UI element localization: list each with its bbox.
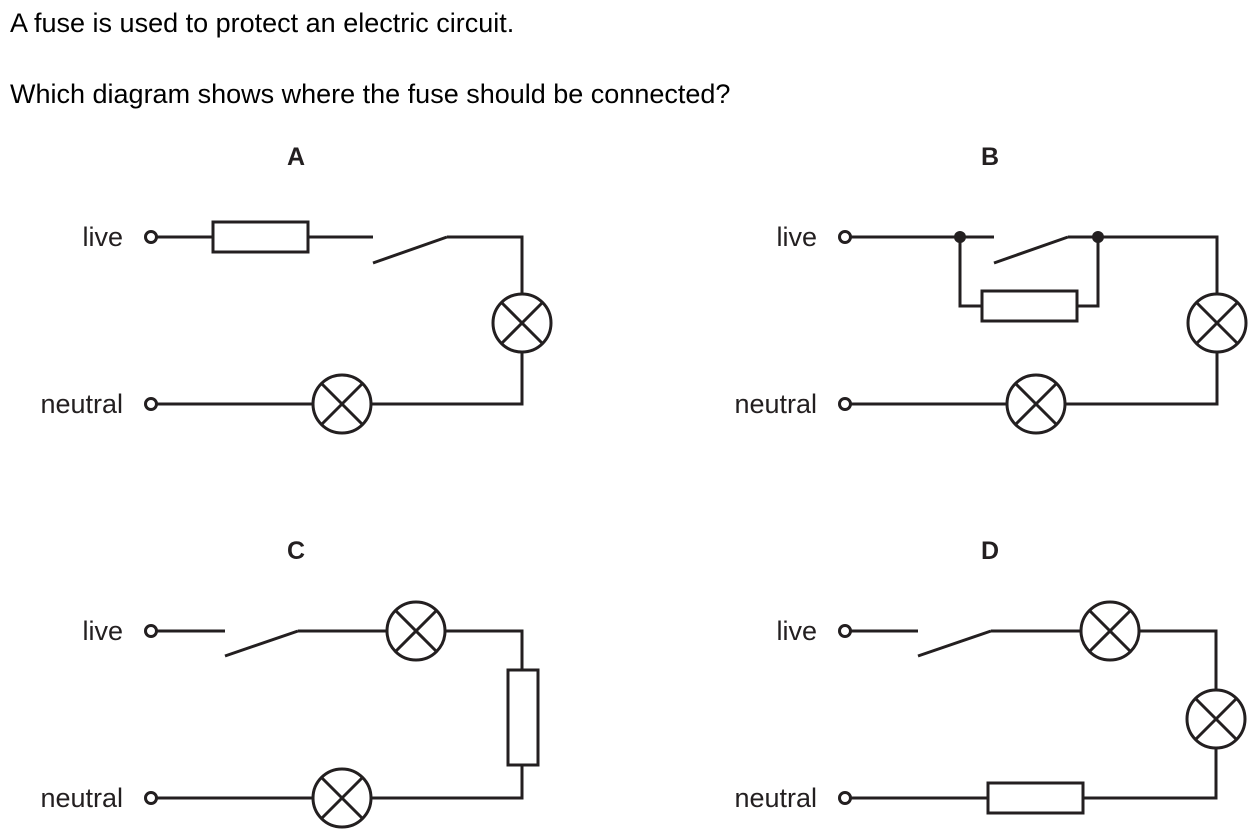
option-a-neutral-label: neutral [40, 389, 123, 419]
option-b-lamp-right [1186, 292, 1248, 354]
question-line-1: A fuse is used to protect an electric ci… [10, 8, 515, 38]
option-c-label: C [287, 537, 305, 565]
option-d-right-wire [1139, 629, 1218, 690]
option-a-circuit[interactable]: A live neutral [40, 143, 553, 435]
option-a-lamp-bottom [311, 373, 373, 435]
option-c-live-terminal [144, 624, 158, 638]
option-b-label: B [981, 143, 999, 171]
option-d-fuse [986, 781, 1085, 815]
option-a-neutral-terminal [144, 397, 158, 411]
option-c-neutral-terminal [144, 791, 158, 805]
option-a-lamp-right [491, 292, 553, 354]
option-c-lamp-bottom [311, 767, 373, 829]
option-c-live-label: live [82, 616, 123, 646]
option-a-return-wire [371, 352, 524, 406]
option-b-neutral-terminal [838, 397, 852, 411]
option-a-switch [372, 235, 448, 265]
option-b-neutral-label: neutral [734, 389, 817, 419]
option-b-lamp-bottom [1005, 373, 1067, 435]
option-c-right-wire [371, 629, 524, 800]
option-c-circuit[interactable]: C live neutral [40, 537, 540, 829]
option-a-live-terminal [144, 230, 158, 244]
option-d-return-wire [851, 748, 1218, 800]
option-b-junction-right [1092, 231, 1104, 243]
option-c-lamp-top [385, 600, 447, 662]
option-b-switch [993, 235, 1069, 265]
option-a-label: A [287, 143, 305, 171]
option-b-live-label: live [776, 222, 817, 252]
option-d-lamp-right [1185, 688, 1247, 750]
option-b-fuse [980, 289, 1079, 323]
option-d-switch [917, 629, 992, 658]
option-d-circuit[interactable]: D live neutral [734, 537, 1247, 815]
option-d-live-terminal [838, 624, 852, 638]
question-line-2: Which diagram shows where the fuse shoul… [10, 79, 731, 109]
option-d-neutral-terminal [838, 791, 852, 805]
option-b-junction-left [954, 231, 966, 243]
option-a-right-wire [447, 235, 524, 294]
option-b-return-wire [1065, 352, 1219, 406]
option-d-label: D [981, 537, 999, 565]
option-c-switch [224, 629, 299, 658]
option-c-fuse [506, 668, 540, 767]
option-a-fuse [211, 220, 310, 254]
option-a-live-label: live [82, 222, 123, 252]
option-d-neutral-label: neutral [734, 783, 817, 813]
option-b-live-terminal [838, 230, 852, 244]
option-d-live-label: live [776, 616, 817, 646]
option-c-neutral-label: neutral [40, 783, 123, 813]
option-b-circuit[interactable]: B live neutral [734, 143, 1248, 435]
option-d-lamp-top [1079, 600, 1141, 662]
option-b-right-wire [1068, 235, 1219, 294]
